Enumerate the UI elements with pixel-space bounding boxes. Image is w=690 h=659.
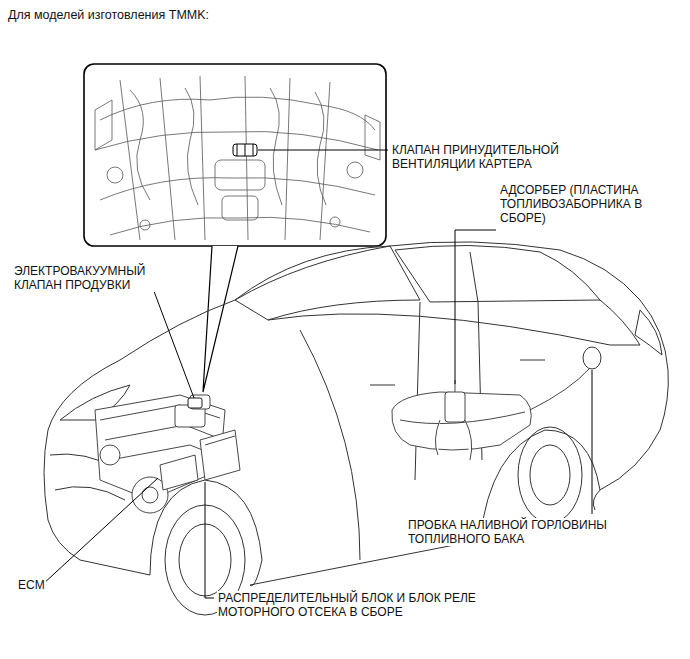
part-label: ECM bbox=[17, 578, 46, 592]
part-label: АДСОРБЕР (ПЛАСТИНА ТОПЛИВОЗАБОРНИКА В СБ… bbox=[499, 183, 651, 225]
part-label: ЭЛЕКТРОВАКУУМНЫЙ КЛАПАН ПРОДУВКИ bbox=[13, 264, 165, 292]
heading: Для моделей изготовления TMMK: bbox=[8, 8, 209, 22]
part-label: КЛАПАН ПРИНУДИТЕЛЬНОЙ ВЕНТИЛЯЦИИ КАРТЕРА bbox=[391, 143, 608, 171]
part-label: ПРОБКА НАЛИВНОЙ ГОРЛОВИНЫ ТОПЛИВНОГО БАК… bbox=[407, 518, 644, 546]
part-label: РАСПРЕДЕЛИТЕЛЬНЫЙ БЛОК И БЛОК РЕЛЕ МОТОР… bbox=[217, 591, 514, 619]
